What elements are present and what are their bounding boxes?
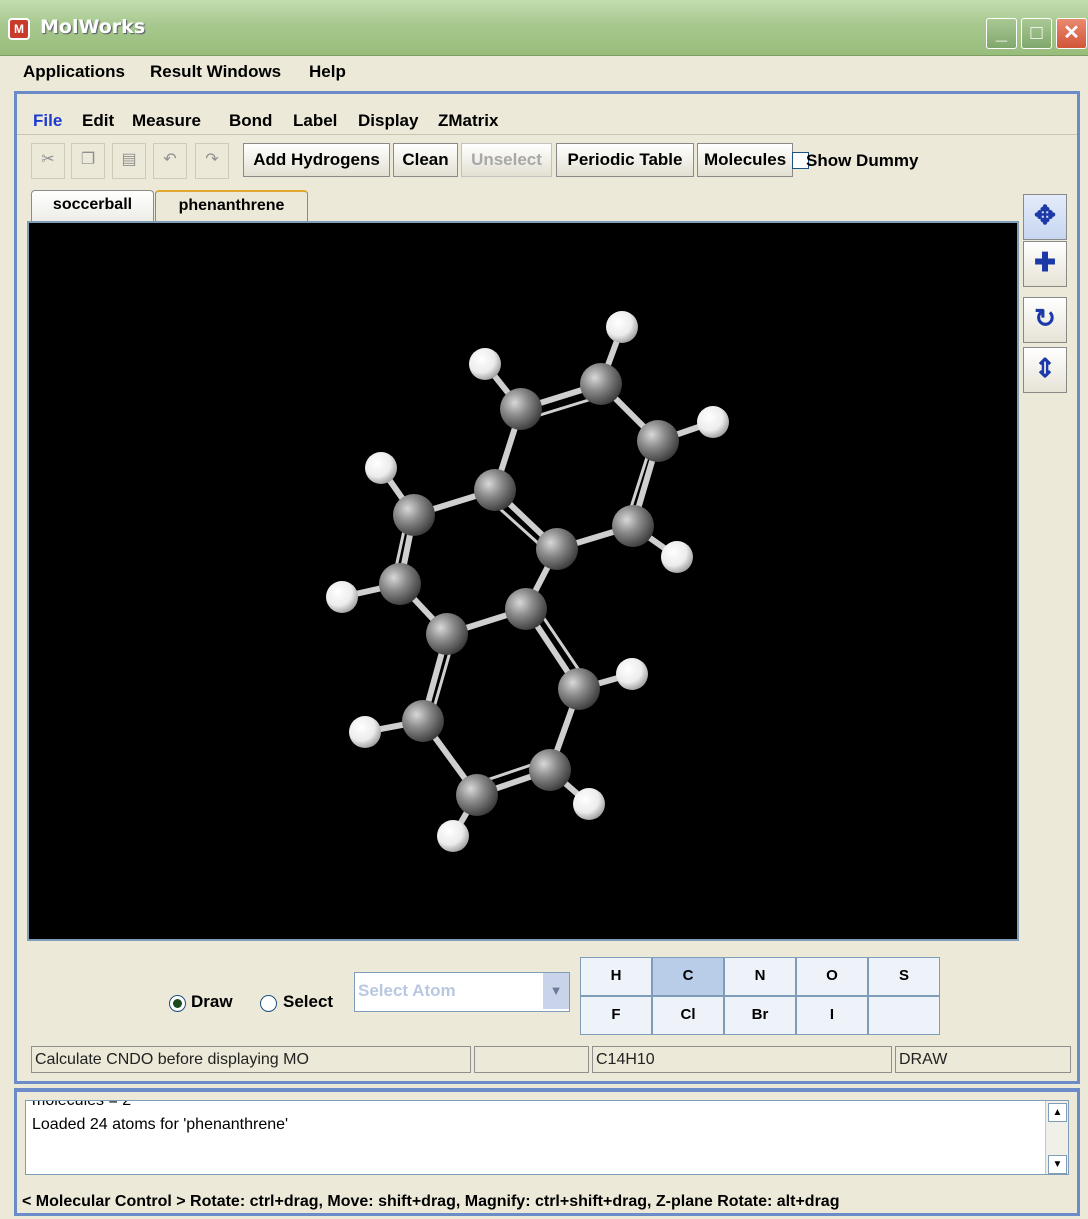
menu-bar: Applications Result Windows Help (0, 56, 1088, 88)
tab-soccerball[interactable]: soccerball (31, 190, 154, 223)
menu-measure[interactable]: Measure (132, 111, 201, 130)
menu-edit[interactable]: Edit (82, 111, 115, 130)
cut-icon[interactable]: ✂ (31, 143, 65, 179)
element-h-button[interactable]: H (580, 957, 652, 996)
window-title: MolWorks (40, 16, 146, 38)
molecule-viewer[interactable] (27, 221, 1019, 941)
carbon-atom (474, 469, 516, 511)
menu-applications[interactable]: Applications (23, 62, 126, 81)
toolbar: ✂ ❐ ▤ ↶ ↷ Add Hydrogens Clean Unselect P… (17, 137, 1077, 183)
paste-icon[interactable]: ▤ (112, 143, 146, 179)
menu-label[interactable]: Label (293, 111, 338, 130)
element-c-button[interactable]: C (652, 957, 724, 996)
select-radio[interactable] (260, 995, 277, 1012)
hydrogen-atom (365, 452, 397, 484)
carbon-atom (637, 420, 679, 462)
element-br-button[interactable]: Br (724, 996, 796, 1035)
hydrogen-atom (616, 658, 648, 690)
hydrogen-atom (697, 406, 729, 438)
molecular-control-hint: < Molecular Control > Rotate: ctrl+drag,… (22, 1193, 840, 1210)
molecule-editor-frame: File Edit Measure Bond Label Display ZMa… (14, 91, 1080, 1084)
status-formula: C14H10 (592, 1046, 892, 1073)
maximize-button[interactable]: □ (1021, 18, 1052, 49)
scroll-down-icon[interactable]: ▼ (1048, 1155, 1067, 1174)
carbon-atom (402, 700, 444, 742)
chevron-down-icon[interactable]: ▼ (543, 973, 569, 1009)
draw-label: Draw (191, 992, 233, 1011)
carbon-atoms[interactable] (379, 363, 679, 816)
status-mode: DRAW (895, 1046, 1071, 1073)
log-scrollbar[interactable]: ▲ ▼ (1045, 1101, 1068, 1174)
copy-icon[interactable]: ❐ (71, 143, 105, 179)
select-atom-dropdown[interactable]: Select Atom ▼ (354, 972, 570, 1012)
carbon-atom (393, 494, 435, 536)
hydrogen-atom (573, 788, 605, 820)
close-button[interactable]: ✕ (1056, 18, 1087, 49)
element-f-button[interactable]: F (580, 996, 652, 1035)
carbon-atom (558, 668, 600, 710)
molecules-button[interactable]: Molecules (697, 143, 793, 177)
hydrogen-atom (661, 541, 693, 573)
carbon-atom (529, 749, 571, 791)
clean-button[interactable]: Clean (393, 143, 458, 177)
menu-file[interactable]: File (33, 111, 63, 130)
menu-zmatrix[interactable]: ZMatrix (438, 111, 499, 130)
scroll-up-icon[interactable]: ▲ (1048, 1103, 1067, 1122)
magnify-icon[interactable]: ⇕ (1023, 347, 1067, 393)
periodic-table-button[interactable]: Periodic Table (556, 143, 694, 177)
draw-radio[interactable] (169, 995, 186, 1012)
carbon-atom (500, 388, 542, 430)
rotate-icon[interactable]: ✥ (1023, 194, 1067, 240)
minimize-button[interactable]: _ (986, 18, 1017, 49)
status-message: Calculate CNDO before displaying MO (31, 1046, 471, 1073)
element-cl-button[interactable]: Cl (652, 996, 724, 1035)
title-bar[interactable]: M MolWorks _ □ ✕ (0, 0, 1088, 56)
log-line: Loaded 24 atoms for 'phenanthrene' (32, 1116, 289, 1133)
menu-help[interactable]: Help (309, 62, 346, 81)
editor-menu-bar: File Edit Measure Bond Label Display ZMa… (17, 94, 1077, 135)
select-atom-placeholder: Select Atom (358, 981, 456, 1000)
carbon-atom (379, 563, 421, 605)
hydrogen-atom (606, 311, 638, 343)
menu-bond[interactable]: Bond (229, 111, 273, 130)
show-dummy-label: Show Dummy (806, 151, 919, 170)
element-s-button[interactable]: S (868, 957, 940, 996)
log-text-area[interactable]: molecules = 2 Loaded 24 atoms for 'phena… (25, 1100, 1069, 1175)
log-panel: molecules = 2 Loaded 24 atoms for 'phena… (14, 1088, 1080, 1216)
tab-phenanthrene[interactable]: phenanthrene (155, 190, 308, 224)
carbon-atom (505, 588, 547, 630)
redo-icon[interactable]: ↷ (195, 143, 229, 179)
menu-result-windows[interactable]: Result Windows (150, 62, 282, 81)
carbon-atom (612, 505, 654, 547)
carbon-atom (580, 363, 622, 405)
hydrogen-atom (349, 716, 381, 748)
menu-display[interactable]: Display (358, 111, 419, 130)
show-dummy-checkbox[interactable] (792, 152, 809, 169)
move-icon[interactable]: ✚ (1023, 241, 1067, 287)
molworks-icon: M (8, 18, 30, 40)
molecule-canvas[interactable] (29, 223, 1017, 939)
hydrogen-atom (326, 581, 358, 613)
carbon-atom (536, 528, 578, 570)
select-label: Select (283, 992, 334, 1011)
unselect-button[interactable]: Unselect (461, 143, 552, 177)
status-empty (474, 1046, 589, 1073)
element-n-button[interactable]: N (724, 957, 796, 996)
carbon-atom (456, 774, 498, 816)
hydrogen-atom (469, 348, 501, 380)
element-blank-button[interactable] (868, 996, 940, 1035)
hydrogen-atoms[interactable] (326, 311, 729, 852)
add-hydrogens-button[interactable]: Add Hydrogens (243, 143, 390, 177)
element-i-button[interactable]: I (796, 996, 868, 1035)
hydrogen-atom (437, 820, 469, 852)
undo-icon[interactable]: ↶ (153, 143, 187, 179)
log-line: molecules = 2 (32, 1100, 132, 1109)
element-o-button[interactable]: O (796, 957, 868, 996)
carbon-atom (426, 613, 468, 655)
z-rotate-icon[interactable]: ↻ (1023, 297, 1067, 343)
